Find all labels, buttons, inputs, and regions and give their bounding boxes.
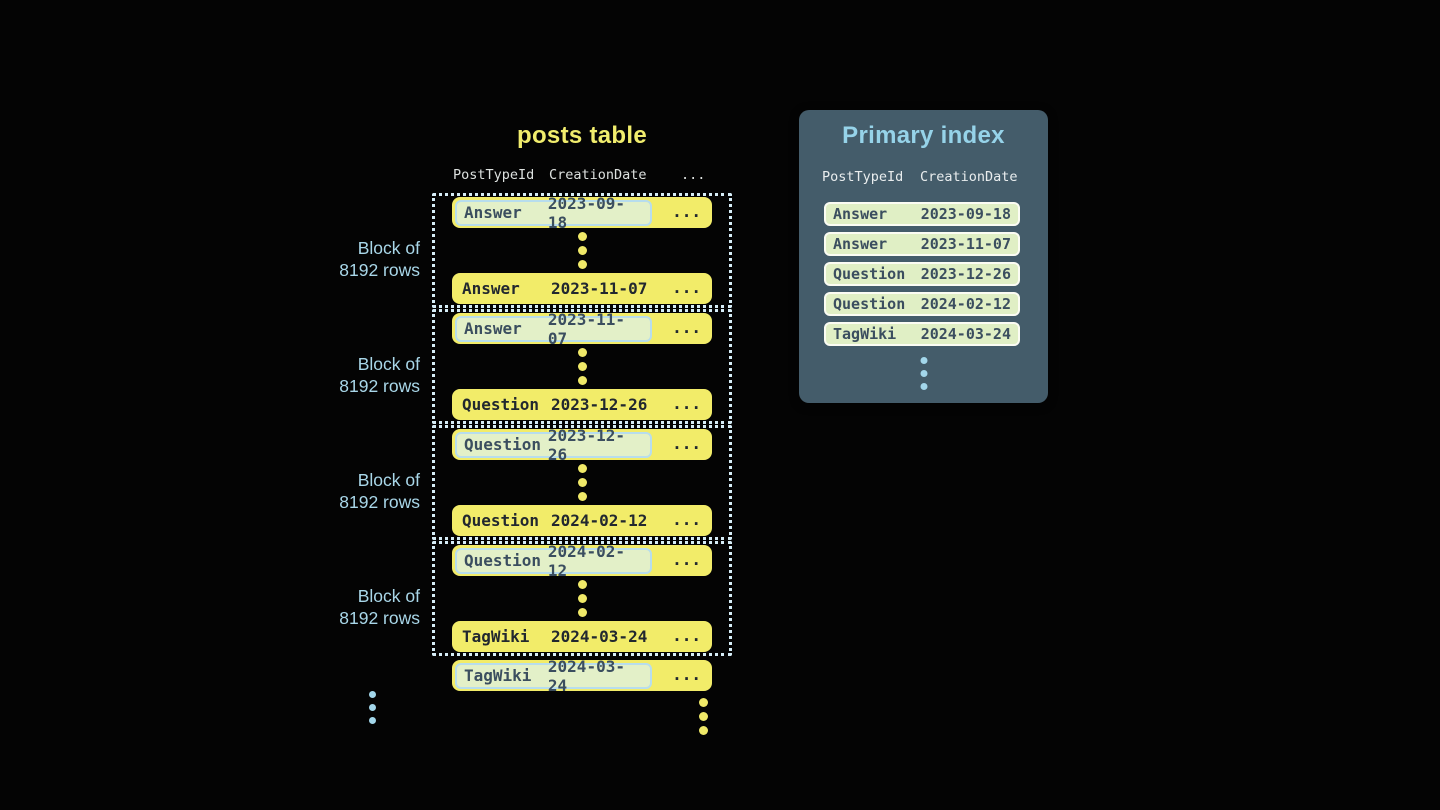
posts-column-headers: PostTypeId CreationDate ... xyxy=(432,166,732,184)
index-column-headers: PostTypeId CreationDate xyxy=(799,168,1048,186)
creation-date-value: 2024-02-12 xyxy=(920,295,1011,313)
index-entry: TagWiki 2024-03-24 xyxy=(824,322,1020,346)
indexed-entry-highlight: TagWiki 2024-03-24 xyxy=(455,657,652,695)
creation-date-value: 2023-09-18 xyxy=(547,193,625,232)
row-ellipsis: ... xyxy=(672,665,701,684)
table-row: Question 2023-12-26 ... xyxy=(452,426,712,464)
primary-index-title: Primary index xyxy=(842,122,1005,149)
block-label-4: Block of 8192 rows xyxy=(339,586,420,628)
block-label-3: Block of 8192 rows xyxy=(339,470,420,512)
column-header-creationdate: CreationDate xyxy=(920,169,1018,185)
table-row: TagWiki 2024-03-24 ... xyxy=(452,621,712,652)
index-entry: Question 2024-02-12 xyxy=(824,292,1020,316)
post-type-value: TagWiki xyxy=(462,627,530,646)
table-row: Question 2023-12-26 ... xyxy=(452,389,712,420)
table-row: Answer 2023-11-07 ... xyxy=(452,310,712,348)
post-type-value: Answer xyxy=(464,203,522,222)
indexed-entry-highlight: Question 2023-12-26 xyxy=(455,426,652,464)
post-type-value: Answer xyxy=(833,235,888,253)
column-header-ellipsis: ... xyxy=(681,167,706,183)
post-type-value: Question xyxy=(833,265,906,283)
index-entry: Question 2023-12-26 xyxy=(824,262,1020,286)
post-type-value: Question xyxy=(464,435,542,454)
post-type-value: Answer xyxy=(464,319,522,338)
creation-date-value: 2024-03-24 xyxy=(551,627,648,646)
hidden-rows-dots xyxy=(577,230,587,272)
row-block-1: Answer 2023-09-18 ... Answer 2023-11-07 … xyxy=(432,193,732,308)
post-type-value: Question xyxy=(464,551,542,570)
primary-index-panel: Primary index PostTypeId CreationDate An… xyxy=(799,110,1048,403)
creation-date-value: 2023-11-07 xyxy=(920,235,1011,253)
row-ellipsis: ... xyxy=(672,626,701,645)
indexed-entry-highlight: Question 2024-02-12 xyxy=(455,542,652,580)
more-rows-dots xyxy=(553,695,853,737)
row-block-4: Question 2024-02-12 ... TagWiki 2024-03-… xyxy=(432,541,732,656)
creation-date-value: 2024-03-24 xyxy=(547,656,625,695)
hidden-rows-dots xyxy=(577,578,587,620)
post-type-value: Answer xyxy=(833,205,888,223)
index-entry: Answer 2023-11-07 xyxy=(824,232,1020,256)
row-ellipsis: ... xyxy=(672,278,701,297)
row-ellipsis: ... xyxy=(672,202,701,221)
block-label-2: Block of 8192 rows xyxy=(339,354,420,396)
column-header-creationdate: CreationDate xyxy=(549,167,647,183)
block-label-1: Block of 8192 rows xyxy=(339,238,420,280)
post-type-value: Answer xyxy=(462,279,520,298)
row-ellipsis: ... xyxy=(672,434,701,453)
index-entries: Answer 2023-09-18 Answer 2023-11-07 Ques… xyxy=(824,202,1020,352)
post-type-value: Question xyxy=(462,395,540,414)
indexed-entry-highlight: Answer 2023-11-07 xyxy=(455,310,652,348)
table-row-next-block-start: TagWiki 2024-03-24 ... xyxy=(452,657,712,695)
creation-date-value: 2024-02-12 xyxy=(547,541,625,580)
post-type-value: Question xyxy=(462,511,540,530)
column-header-posttypeid: PostTypeId xyxy=(453,167,535,183)
row-ellipsis: ... xyxy=(672,394,701,413)
row-ellipsis: ... xyxy=(672,510,701,529)
posts-table-title: posts table xyxy=(517,122,647,149)
creation-date-value: 2023-09-18 xyxy=(920,205,1011,223)
creation-date-value: 2023-12-26 xyxy=(551,395,648,414)
hidden-rows-dots xyxy=(577,346,587,388)
row-ellipsis: ... xyxy=(672,318,701,337)
creation-date-value: 2023-11-07 xyxy=(551,279,648,298)
index-entry: Answer 2023-09-18 xyxy=(824,202,1020,226)
creation-date-value: 2024-03-24 xyxy=(920,325,1011,343)
creation-date-value: 2023-12-26 xyxy=(920,265,1011,283)
table-row: Answer 2023-11-07 ... xyxy=(452,273,712,304)
row-block-2: Answer 2023-11-07 ... Question 2023-12-2… xyxy=(432,309,732,424)
post-type-value: TagWiki xyxy=(464,666,532,685)
post-type-value: Question xyxy=(833,295,906,313)
creation-date-value: 2023-11-07 xyxy=(547,309,625,348)
row-block-3: Question 2023-12-26 ... Question 2024-02… xyxy=(432,425,732,540)
hidden-rows-dots xyxy=(577,462,587,504)
column-header-posttypeid: PostTypeId xyxy=(822,169,904,185)
more-blocks-dots xyxy=(369,688,376,727)
table-row: Answer 2023-09-18 ... xyxy=(452,194,712,232)
creation-date-value: 2024-02-12 xyxy=(551,511,648,530)
table-row: Question 2024-02-12 ... xyxy=(452,542,712,580)
row-ellipsis: ... xyxy=(672,550,701,569)
indexed-entry-highlight: Answer 2023-09-18 xyxy=(455,194,652,232)
table-row: Question 2024-02-12 ... xyxy=(452,505,712,536)
row-blocks: Answer 2023-09-18 ... Answer 2023-11-07 … xyxy=(432,193,732,657)
more-index-entries-dots xyxy=(920,354,927,393)
creation-date-value: 2023-12-26 xyxy=(547,425,625,464)
post-type-value: TagWiki xyxy=(833,325,897,343)
